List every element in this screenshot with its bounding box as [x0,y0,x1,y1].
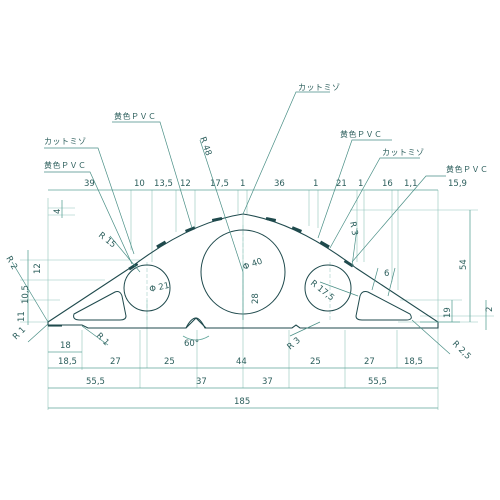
radius-r1-right: R 1 [94,331,111,348]
dim-4: 4 [53,209,63,214]
left-triangle-cutout [73,291,127,321]
angle-60: 60° [184,339,199,349]
top-dimension-texts: 39 10 13,5 12 17,5 1 36 1 21 1 16 1,1 15… [84,179,467,189]
dim-37-right: 37 [262,377,273,387]
dim-1-1: 1,1 [404,179,418,189]
dim-11: 11 [17,311,27,322]
dim-16: 16 [382,179,393,189]
v-groove [182,317,210,341]
dim-1-b: 1 [313,179,318,189]
dim-1-a: 1 [240,179,245,189]
dim-28: 28 [251,293,261,304]
dim-36: 36 [274,179,285,189]
label-yellow-pvc-right: 黄色ＰＶＣ [340,129,383,139]
label-cut-groove-right: カットミゾ [382,148,425,157]
radius-r48: R 48 [197,136,213,158]
bottom-dimension-row-1: 18 18,5 27 25 44 25 27 18,5 [58,341,423,367]
radius-r3-bottom: R 3 [286,336,303,353]
dim-6: 6 [384,269,389,279]
dim-2: 2 [485,307,495,312]
bottom-dimension-row-2: 55,5 37 37 55,5 [86,377,387,387]
right-hole [304,264,352,312]
dim-10: 10 [134,179,145,189]
left-hole [123,264,171,312]
vertical-dimension-texts: 54 19 2 28 12 10,5 11 4 [17,209,495,322]
dim-12: 12 [180,179,191,189]
label-cut-groove-top: カットミゾ [298,83,341,92]
dim-18-5-right: 18,5 [404,357,423,367]
profile-outline [47,213,439,329]
dim-19: 19 [443,307,453,318]
dim-44: 44 [236,357,247,367]
radius-r15: R 15 [96,230,117,250]
center-lines [146,225,331,320]
dim-17-5: 17,5 [210,179,229,189]
radius-r2-5: R 2,5 [450,339,473,362]
dim-21: 21 [336,179,347,189]
dimension-lines-horizontal [48,189,460,409]
pvc-strips [128,216,354,271]
dim-55-5-right: 55,5 [368,377,387,387]
right-triangle-cutout [355,291,412,321]
radius-r1-left: R 1 [11,325,28,342]
dim-27-left: 27 [110,357,121,367]
radius-r17-5: R 17,5 [308,278,336,303]
label-yellow-pvc-right2: 黄色ＰＶＣ [446,164,489,174]
label-cut-groove-left: カットミゾ [44,137,87,146]
dim-54: 54 [459,259,469,270]
dim-37-left: 37 [196,377,207,387]
dim-39: 39 [84,179,95,189]
dim-15-9: 15,9 [448,179,467,189]
dimension-lines-vertical [27,200,487,330]
callout-labels: カットミゾ 黄色ＰＶＣ カットミゾ 黄色ＰＶＣ 黄色ＰＶＣ カットミゾ 黄色ＰＶ… [44,83,489,174]
diameter-phi21: Φ 21 [149,281,171,295]
label-yellow-pvc-left: 黄色ＰＶＣ [114,111,157,121]
radius-r2: R 2 [3,255,19,272]
label-yellow-pvc-left2: 黄色ＰＶＣ [44,160,87,170]
dim-25-left: 25 [164,357,175,367]
dim-25-right: 25 [310,357,321,367]
dim-1-c: 1 [358,179,363,189]
dim-55-5-left: 55,5 [86,377,105,387]
dim-10-5: 10,5 [21,285,31,304]
dim-18: 18 [60,341,71,351]
dim-27-right: 27 [364,357,375,367]
dim-13-5: 13,5 [154,179,173,189]
diameter-phi40: Φ 40 [242,257,264,273]
dim-18-5-left: 18,5 [58,357,77,367]
dim-185: 185 [234,397,250,407]
radius-r3-top: R 3 [347,221,359,237]
holes [73,229,412,321]
dim-12-vertical: 12 [33,263,43,274]
leader-lines [11,91,451,355]
